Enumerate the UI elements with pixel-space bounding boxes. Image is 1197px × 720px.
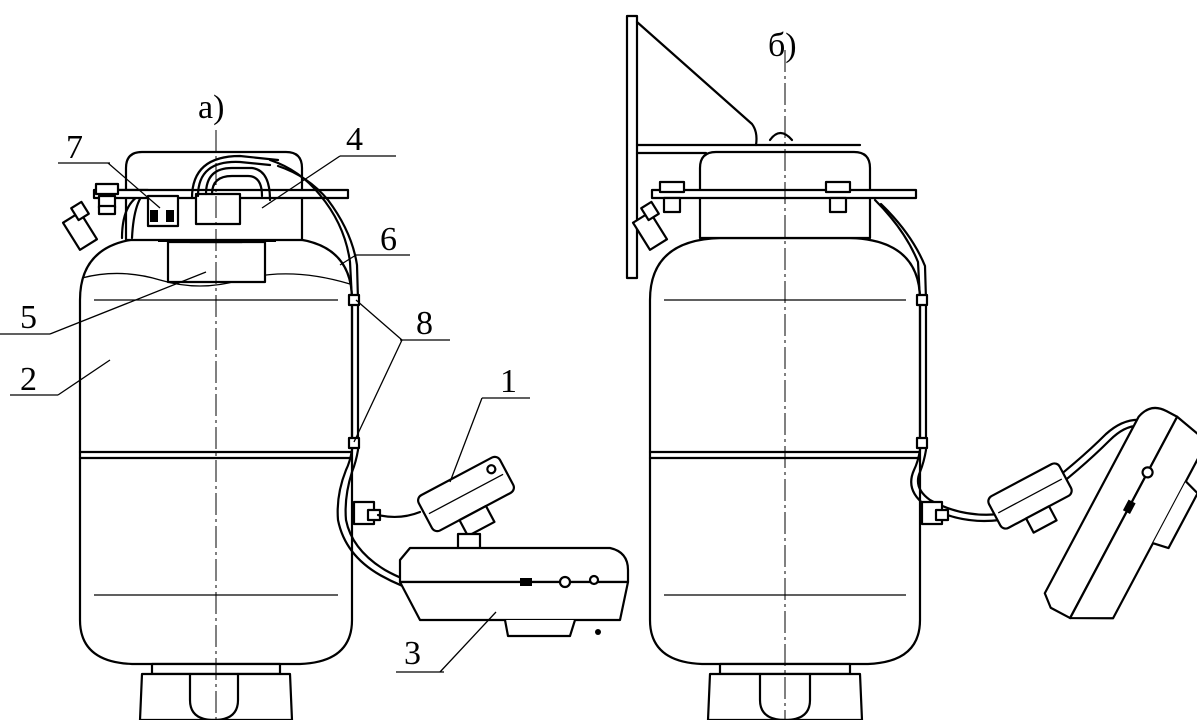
protective-cap-b: [650, 150, 918, 240]
callout-8: 8: [416, 305, 433, 342]
callout-numbers: 7 4 6 5 2 8 1 3: [20, 121, 517, 672]
callout-1: 1: [500, 363, 517, 400]
callout-6: 6: [380, 221, 397, 258]
side-fitting-a: [61, 200, 99, 251]
wall-bracket-b: [625, 14, 862, 280]
cable-a: [268, 158, 482, 606]
callout-2: 2: [20, 361, 37, 398]
view-a: [61, 130, 630, 720]
break-line-a: [81, 272, 351, 287]
sensor-unit-a: [417, 455, 515, 538]
view-b-title: б): [768, 27, 797, 64]
view-titles: а) б): [198, 27, 797, 126]
side-fitting-b: [631, 200, 669, 251]
callout-4: 4: [346, 121, 363, 158]
view-b: [625, 14, 1197, 720]
sensor-unit-b: [987, 462, 1073, 534]
protective-cap-a: [92, 150, 350, 242]
view-a-title: а): [198, 89, 224, 126]
cable-clamp-b: [920, 500, 950, 526]
cable-clamp-a: [352, 500, 422, 526]
callout-5: 5: [20, 299, 37, 336]
base-unit-a: [398, 546, 630, 638]
callout-3: 3: [404, 635, 421, 672]
leader-lines: [0, 155, 530, 673]
callout-7: 7: [66, 129, 83, 166]
base-unit-b: [1043, 406, 1197, 620]
